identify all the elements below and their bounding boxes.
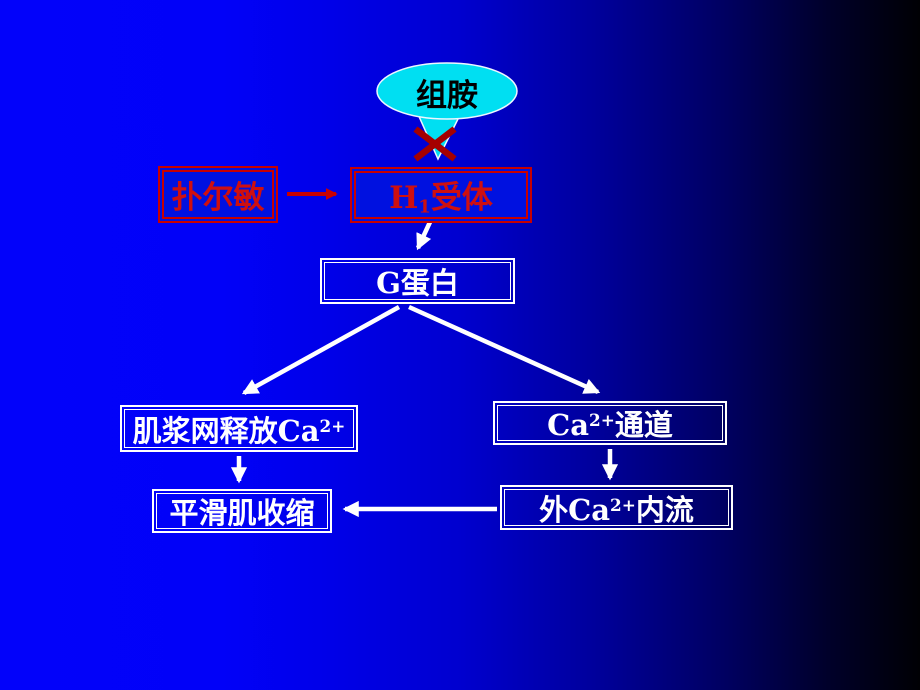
node-histamine-label: 组胺 — [416, 77, 478, 114]
node-chlorpheniramine-frame: 扑尔敏 — [162, 170, 274, 219]
node-chlorpheniramine: 扑尔敏 — [158, 166, 278, 223]
node-smooth-muscle-label: 平滑肌收缩 — [169, 496, 315, 530]
ca-channel-prefix: Ca — [547, 408, 590, 442]
node-sr-ca-release-frame: 肌浆网释放Ca2+ — [124, 409, 354, 448]
node-ca-channel-frame: Ca2+通道 — [497, 402, 723, 444]
node-ca-influx-frame: 外Ca2+内流 — [504, 487, 729, 529]
node-g-protein: G蛋白 — [320, 258, 515, 304]
node-sr-ca-release: 肌浆网释放Ca2+ — [120, 405, 358, 452]
node-smooth-muscle-frame: 平滑肌收缩 — [156, 493, 328, 530]
blocked-x-icon — [413, 126, 457, 162]
ca-influx-suffix: 内流 — [635, 492, 694, 527]
node-h1-receptor-label: H1受体 — [389, 172, 493, 217]
arrow-gprotein-to-ca-channel — [408, 304, 601, 395]
node-h1-receptor: H1受体 — [350, 167, 532, 223]
sr-prefix: 肌浆网释放Ca — [132, 413, 320, 448]
node-ca-influx-label: 外Ca2+内流 — [539, 487, 694, 529]
node-g-protein-label: G蛋白 — [376, 266, 459, 300]
sr-superscript: 2+ — [319, 415, 346, 436]
node-ca-channel: Ca2+通道 — [493, 401, 727, 445]
node-ca-channel-label: Ca2+通道 — [547, 402, 673, 444]
node-h1-receptor-frame: H1受体 — [354, 171, 528, 219]
histamine-callout-shape — [376, 62, 518, 161]
arrow-h1-to-gprotein — [415, 221, 433, 251]
ca-influx-prefix: 外Ca — [539, 492, 611, 527]
node-sr-ca-release-label: 肌浆网释放Ca2+ — [133, 408, 346, 450]
ca-influx-superscript: 2+ — [610, 494, 636, 515]
ca-channel-superscript: 2+ — [589, 409, 615, 430]
node-g-protein-frame: G蛋白 — [324, 262, 511, 300]
node-smooth-muscle-contraction: 平滑肌收缩 — [152, 489, 332, 533]
h1-base: H — [389, 180, 419, 217]
h1-subscript: 1 — [418, 196, 431, 218]
node-ca-influx: 外Ca2+内流 — [500, 485, 733, 530]
ca-channel-suffix: 通道 — [614, 408, 673, 442]
node-chlorpheniramine-label: 扑尔敏 — [171, 180, 265, 216]
h1-suffix: 受体 — [430, 180, 493, 217]
arrow-gprotein-to-sr-release — [241, 305, 401, 395]
